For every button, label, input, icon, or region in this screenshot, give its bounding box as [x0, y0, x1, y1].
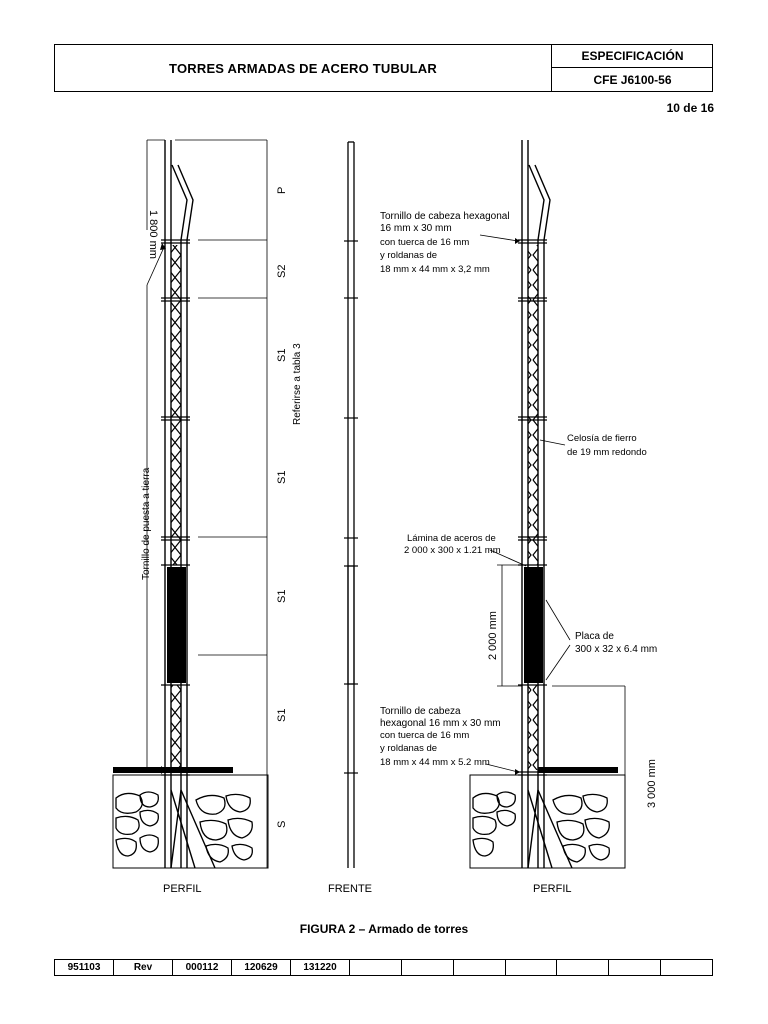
- bolt-bot-line-4: y roldanas de: [380, 743, 437, 754]
- table-ref-label: Referirse a tabla 3: [292, 343, 303, 425]
- revision-cell: [608, 959, 662, 976]
- ground-screw-label: Tornillo de puesta a tierra: [141, 467, 152, 580]
- revision-cell: 131220: [290, 959, 350, 976]
- page-number: 10 de 16: [666, 101, 714, 115]
- lattice-line-1: Celosía de fierro: [567, 433, 637, 444]
- revision-cell: 951103: [54, 959, 114, 976]
- view-label-front: FRENTE: [328, 883, 372, 895]
- revision-cell: [556, 959, 610, 976]
- revision-cell: [660, 959, 713, 976]
- section-label-s1-c: S1: [276, 590, 288, 603]
- bolt-top-line-2: 16 mm x 30 mm: [380, 223, 452, 234]
- section-label-s2: S2: [276, 265, 288, 278]
- table-row: 951103 Rev 000112 120629 131220: [54, 959, 713, 976]
- right-profile-view: Tornillo de cabeza hexagonal 16 mm x 30 …: [380, 140, 658, 869]
- lattice-line-2: de 19 mm redondo: [567, 447, 647, 458]
- bolt-bot-line-5: 18 mm x 44 mm x 5.2 mm: [380, 757, 490, 768]
- spec-label: ESPECIFICACIÓN: [552, 45, 713, 68]
- plate-line-1: Placa de: [575, 631, 614, 642]
- spec-code: CFE J6100-56: [593, 72, 672, 87]
- revision-cell: 000112: [172, 959, 232, 976]
- bolt-bot-line-3: con tuerca de 16 mm: [380, 730, 469, 741]
- plate-line-2: 300 x 32 x 6.4 mm: [575, 644, 657, 655]
- revision-cell: [504, 959, 558, 976]
- section-label-s1-a: S1: [276, 349, 288, 362]
- dim-bot-label: 3 000 mm: [646, 759, 658, 808]
- bolt-top-line-1: Tornillo de cabeza hexagonal: [380, 211, 510, 222]
- revision-cell: Rev: [113, 959, 173, 976]
- bolt-bot-line-2: hexagonal 16 mm x 30 mm: [380, 718, 501, 729]
- document-title: TORRES ARMADAS DE ACERO TUBULAR: [169, 60, 437, 76]
- dim-mid-label: 2 000 mm: [487, 611, 499, 660]
- front-view: [344, 141, 358, 868]
- revision-cell: [349, 959, 402, 976]
- header-box: TORRES ARMADAS DE ACERO TUBULAR ESPECIFI…: [54, 44, 713, 92]
- left-profile-view: 1 800 mm Tornillo de puesta a tierra P S…: [112, 139, 303, 869]
- section-label-s: S: [276, 821, 288, 828]
- spec-box: ESPECIFICACIÓN CFE J6100-56: [551, 45, 713, 91]
- section-label-s1-d: S1: [276, 709, 288, 722]
- section-label-p: P: [276, 187, 288, 194]
- bolt-top-line-4: y roldanas de: [380, 250, 437, 261]
- view-label-right-profile: PERFIL: [533, 883, 572, 895]
- bolt-top-line-5: 18 mm x 44 mm x 3,2 mm: [380, 264, 490, 275]
- figure-caption: FIGURA 2 – Armado de torres: [299, 922, 469, 936]
- sheet-line-2: 2 000 x 300 x 1.21 mm: [404, 545, 501, 556]
- revision-table: 951103 Rev 000112 120629 131220: [54, 959, 713, 976]
- view-label-left-profile: PERFIL: [163, 883, 202, 895]
- revision-cell: [400, 959, 454, 976]
- bolt-top-line-3: con tuerca de 16 mm: [380, 237, 469, 248]
- revision-cell: [452, 959, 506, 976]
- section-label-s1-b: S1: [276, 471, 288, 484]
- bolt-bot-line-1: Tornillo de cabeza: [380, 706, 461, 717]
- sheet-line-1: Lámina de aceros de: [407, 533, 496, 544]
- revision-cell: 120629: [231, 959, 291, 976]
- dim-top-label: 1 800 mm: [147, 210, 159, 259]
